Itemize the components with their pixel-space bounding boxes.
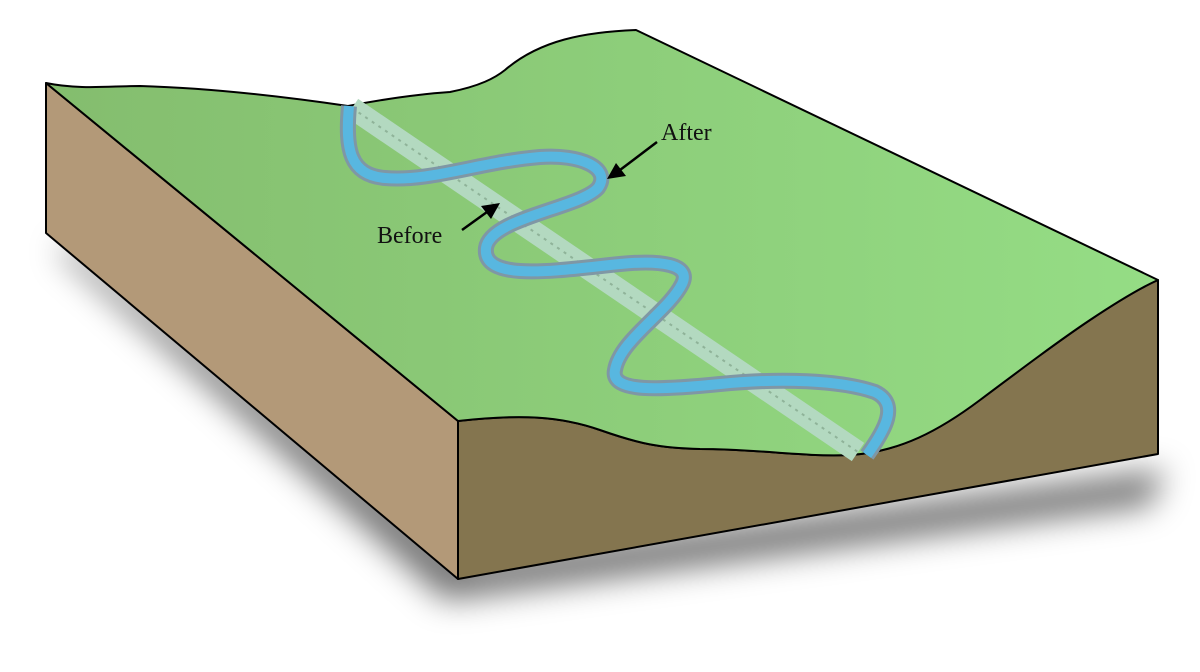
after-label: After (661, 120, 712, 146)
before-arrow (461, 203, 500, 232)
meandering-river (339, 105, 897, 460)
block-shadow (58, 245, 1165, 600)
land-surface (45, 29, 1159, 457)
before-label: Before (377, 223, 442, 249)
old-river-channel (345, 98, 865, 462)
after-arrow (607, 141, 658, 179)
